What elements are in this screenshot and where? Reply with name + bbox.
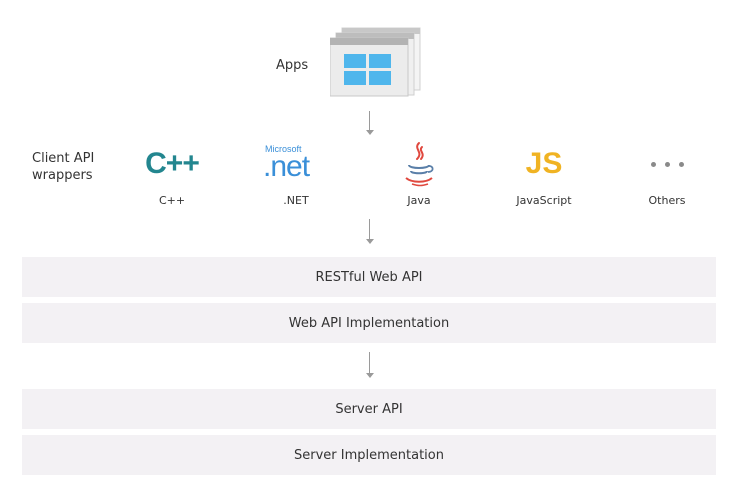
cpp-logo-text: C++ [145, 147, 200, 180]
wrapper-caption-others: Others [648, 194, 686, 207]
layer-label-restful-web-api: RESTful Web API [315, 269, 423, 285]
client-api-wrappers-label: Client API wrappers [32, 150, 132, 184]
javascript-logo-text: JS [525, 147, 563, 180]
layer-label-web-api-implementation: Web API Implementation [288, 315, 450, 331]
dotnet-logo-icon: Microsoft .net [241, 140, 351, 188]
client-api-wrappers-label-line1: Client API [32, 151, 95, 166]
javascript-logo-icon: JS [489, 140, 599, 188]
dotnet-logo-text: .net [263, 150, 310, 183]
wrapper-caption-javascript: JavaScript [516, 194, 572, 207]
flow-arrow-web-api-to-server-api [366, 352, 374, 378]
layer-restful-web-api: RESTful Web API [22, 257, 716, 297]
flow-arrow-wrappers-to-web-api [366, 219, 374, 244]
apps-label: Apps [276, 58, 309, 73]
layer-label-server-implementation: Server Implementation [294, 447, 444, 463]
wrapper-dotnet: Microsoft .net .NET [241, 140, 351, 207]
wrapper-caption-dotnet: .NET [283, 194, 309, 207]
wrapper-java: Java [364, 140, 474, 207]
wrapper-javascript: JS JavaScript [489, 140, 599, 207]
cpp-logo-icon: C++ [117, 140, 227, 188]
dotnet-logo-small-text: Microsoft [265, 144, 302, 154]
java-logo-icon [364, 140, 474, 188]
layer-server-implementation: Server Implementation [22, 435, 716, 475]
flow-arrow-apps-to-wrappers [366, 111, 374, 135]
client-api-wrappers-label-line2: wrappers [32, 168, 93, 183]
wrapper-others: Others [612, 140, 722, 207]
layer-server-api: Server API [22, 389, 716, 429]
more-dots-icon [612, 140, 722, 188]
wrapper-caption-java: Java [407, 194, 431, 207]
layer-web-api-implementation: Web API Implementation [22, 303, 716, 343]
wrapper-cpp: C++ C++ [117, 140, 227, 207]
app-windows-icon [329, 26, 422, 102]
wrapper-caption-cpp: C++ [158, 194, 186, 207]
layer-label-server-api: Server API [335, 401, 403, 417]
